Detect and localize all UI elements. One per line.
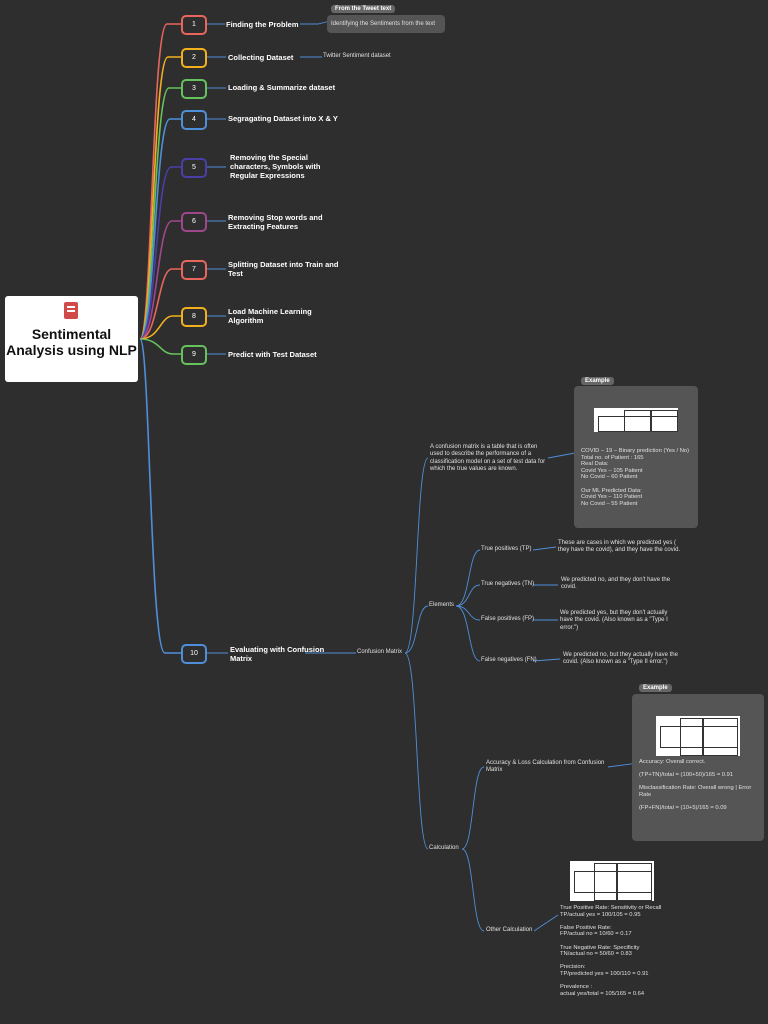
fn-label[interactable]: False negatives (FN): [481, 657, 537, 663]
example-tag: Example: [581, 377, 614, 385]
confusion-table-image: [594, 408, 678, 432]
step-10-badge[interactable]: 10: [181, 644, 207, 664]
confusion-definition[interactable]: A confusion matrix is a table that is of…: [430, 444, 546, 472]
tp-desc[interactable]: These are cases in which we predicted ye…: [558, 540, 681, 554]
calculation-label[interactable]: Calculation: [429, 845, 459, 851]
step-1-note-text: Identifying the Sentiments from the text: [327, 15, 445, 33]
accuracy-label[interactable]: Accuracy & Loss Calculation from Confusi…: [486, 760, 605, 774]
step-1-badge[interactable]: 1: [181, 15, 207, 35]
accuracy-text: Accuracy: Overall correct. (TP+TN)/total…: [639, 759, 752, 812]
root-title: Sentimental Analysis using NLP: [6, 326, 137, 358]
step-7-label[interactable]: Splitting Dataset into Train and Test: [228, 260, 339, 278]
step-7-badge[interactable]: 7: [181, 260, 207, 280]
accuracy-table-image: [656, 716, 740, 756]
root-topic[interactable]: Sentimental Analysis using NLP: [5, 296, 138, 382]
step-6-label[interactable]: Removing Stop words and Extracting Featu…: [228, 213, 323, 231]
step-5-label[interactable]: Removing the Special characters, Symbols…: [230, 153, 321, 180]
accuracy-card[interactable]: Accuracy: Overall correct. (TP+TN)/total…: [632, 694, 764, 841]
accuracy-example-tag: Example: [639, 684, 672, 692]
step-3-badge[interactable]: 3: [181, 79, 207, 99]
tp-label[interactable]: True positives (TP): [481, 546, 532, 552]
fn-desc[interactable]: We predicted no, but they actually have …: [563, 652, 678, 666]
example-card[interactable]: COVID – 19 – Binary prediction (Yes / No…: [574, 386, 698, 528]
step-2-label[interactable]: Collecting Dataset: [228, 53, 294, 62]
step-9-badge[interactable]: 9: [181, 345, 207, 365]
step-2-note[interactable]: Twitter Sentiment dataset: [323, 53, 391, 59]
step-8-label[interactable]: Load Machine Learning Algorithm: [228, 307, 312, 325]
other-calculation-label[interactable]: Other Calculation: [486, 927, 533, 933]
elements-label[interactable]: Elements: [429, 602, 455, 608]
step-2-badge[interactable]: 2: [181, 48, 207, 68]
step-1-note[interactable]: From the Tweet text Identifying the Sent…: [327, 5, 445, 35]
fp-label[interactable]: False positives (FP): [481, 616, 535, 622]
tn-label[interactable]: True negatives (TN): [481, 581, 535, 587]
step-4-badge[interactable]: 4: [181, 110, 207, 130]
step-10-label[interactable]: Evaluating with Confusion Matrix: [230, 645, 325, 663]
tn-desc[interactable]: We predicted no, and they don't have the…: [561, 577, 671, 591]
step-4-label[interactable]: Segragating Dataset into X & Y: [228, 114, 338, 123]
step-1-label[interactable]: Finding the Problem: [226, 20, 299, 29]
step-5-badge[interactable]: 5: [181, 158, 207, 178]
other-calculation-text[interactable]: True Positive Rate: Sensitivity or Recal…: [560, 905, 662, 997]
step-1-note-tag: From the Tweet text: [331, 5, 396, 13]
step-9-label[interactable]: Predict with Test Dataset: [228, 350, 317, 359]
step-3-label[interactable]: Loading & Summarize dataset: [228, 83, 336, 92]
fp-desc[interactable]: We predicted yes, but they don't actuall…: [560, 610, 668, 631]
confusion-matrix-label[interactable]: Confusion Matrix: [357, 649, 403, 655]
step-6-badge[interactable]: 6: [181, 212, 207, 232]
book-icon: [64, 302, 78, 319]
step-8-badge[interactable]: 8: [181, 307, 207, 327]
example-text: COVID – 19 – Binary prediction (Yes / No…: [581, 448, 690, 507]
other-table-image: [570, 861, 654, 901]
